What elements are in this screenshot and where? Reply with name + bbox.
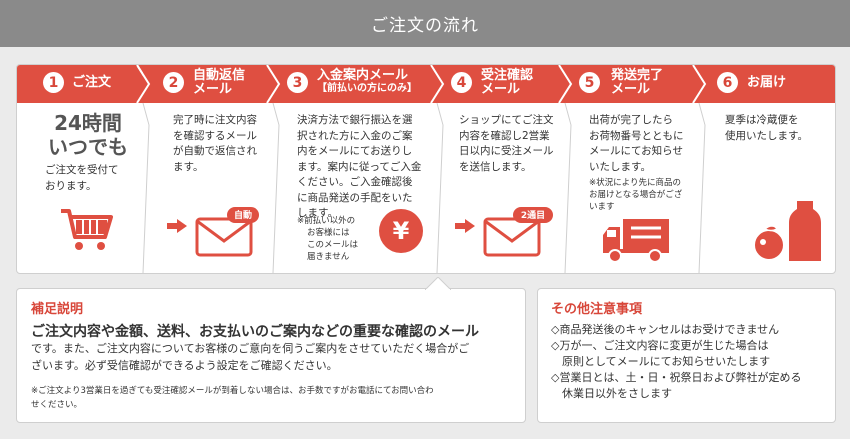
step-note: ※状況により先に商品のお届けとなる場合がございます (589, 178, 683, 212)
step-title: 受注確認メール (481, 68, 534, 97)
step-delivery: 6 お届け 夏季は冷蔵便を使用いたします。 (699, 65, 835, 273)
supplement-note: ※ご注文より3営業日を過ぎても受注確認メールが到着しない場合は、お手数ですがお電… (31, 386, 434, 410)
step-title: お届け (747, 75, 787, 90)
supplement-title: 補足説明 (31, 302, 84, 317)
step-number: 1 (43, 72, 64, 93)
step-number: 2 (163, 72, 184, 93)
mail-icon (483, 207, 553, 257)
yen-icon: ¥ (379, 209, 423, 253)
caution-list: ◇商品発送後のキャンセルはお受けできません ◇万が一、ご注文内容に変更が生じた場… (551, 322, 801, 402)
second-mail-badge: 2通目 (520, 211, 546, 221)
page-title: ご注文の流れ (371, 16, 479, 36)
step-title: 発送完了メール (611, 68, 664, 97)
caution-title: その他注意事項 (551, 302, 643, 317)
step-title: 入金案内メール【前払いの方にのみ】 (317, 68, 417, 95)
list-item: ◇営業日とは、土・日・祝祭日および弊社が定める (551, 371, 802, 384)
step-order: 1 ご注文 24時間いつでも ご注文を受付ております。 (17, 65, 143, 273)
step-number: 5 (579, 72, 600, 93)
arrow-icon (167, 219, 187, 233)
step-description: ショップにてご注文内容を確認し2営業 日以内に受注メールを送信します。 (459, 114, 554, 173)
pointer-notch (425, 277, 451, 290)
supplement-text: です。また、ご注文内容についてお客様のご意向を伺うご案内をさせていただく場合がご… (31, 342, 470, 372)
auto-badge: 自動 (233, 211, 252, 221)
step-chevrons (136, 65, 707, 273)
step-order-confirm: 4 受注確認メール ショップにてご注文内容を確認し2営業 日以内に受注メールを送… (437, 65, 565, 273)
mail-icon (195, 207, 259, 257)
step-number: 6 (717, 72, 738, 93)
step-description: 完了時に注文内容を確認するメール が自動で返信されます。 (173, 114, 257, 173)
step-shipped: 5 発送完了メール 出荷が完了したらお荷物番号とともに メールにてお知らせいたし… (565, 65, 699, 273)
step-number: 3 (287, 72, 308, 93)
step-title: 自動返信メール (193, 68, 246, 97)
step-header: 1 ご注文 (17, 65, 143, 103)
step-note: ※前払い以外の お客様には このメールは 届きません (297, 216, 359, 262)
step-description: ご注文を受付ております。 (45, 164, 119, 192)
step-title: ご注文 (72, 75, 112, 90)
step-description: 出荷が完了したらお荷物番号とともに メールにてお知らせいたします。 (589, 114, 684, 173)
cart-icon (61, 209, 113, 250)
step-auto-reply: 2 自動返信メール 完了時に注文内容を確認するメール が自動で返信されます。 自… (143, 65, 273, 273)
supplement-lead: ご注文内容や金額、送料、お支払いのご案内などの重要な確認のメール (31, 324, 479, 340)
list-item: ◇商品発送後のキャンセルはお受けできません (551, 323, 780, 336)
list-item: 原則としてメールにてお知らせいたします (551, 355, 771, 368)
step-number: 4 (451, 72, 472, 93)
step-payment-guide: 3 入金案内メール【前払いの方にのみ】 決済方法で銀行振込を選択された方に入金の… (273, 65, 437, 273)
step-description: 決済方法で銀行振込を選択された方に入金のご案 内をメールにてお送りします。案内に… (297, 114, 422, 219)
truck-icon (603, 219, 669, 263)
produce-icon (753, 201, 821, 261)
supplement-panel: 補足説明 ご注文内容や金額、送料、お支払いのご案内などの重要な確認のメール です… (16, 277, 526, 423)
list-item: ◇万が一、ご注文内容に変更が生じた場合は (551, 339, 769, 352)
list-item: 休業日以外をさします (551, 387, 672, 400)
step-description: 夏季は冷蔵便を使用いたします。 (725, 114, 808, 142)
page-header: ご注文の流れ (0, 0, 850, 47)
order-steps: 1 ご注文 24時間いつでも ご注文を受付ております。 2 自動返信メール (16, 64, 836, 274)
caution-panel: その他注意事項 ◇商品発送後のキャンセルはお受けできません ◇万が一、ご注文内容… (537, 288, 836, 423)
hours-label: 24時間いつでも (48, 111, 128, 159)
arrow-icon (455, 219, 475, 233)
